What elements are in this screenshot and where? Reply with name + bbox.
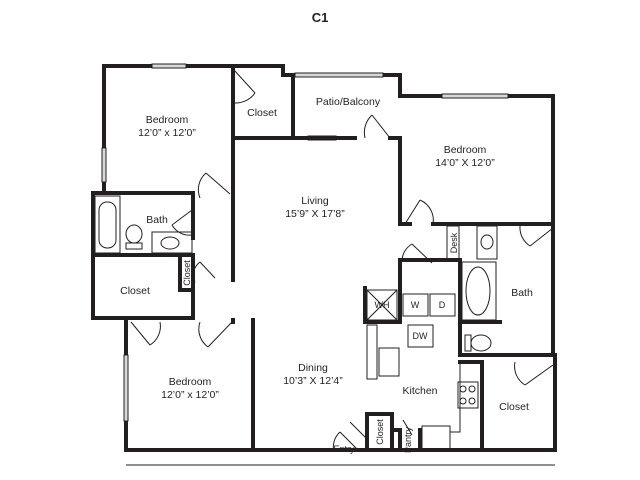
bedroom-nw-name: Bedroom: [146, 114, 189, 126]
closet-w-label: Closet: [120, 285, 150, 297]
water-heater-label: WH: [375, 300, 390, 310]
dining-size: 10’3” X 12’4”: [283, 375, 343, 387]
bedroom-ne-size: 14’0” X 12’0”: [435, 157, 495, 169]
bedroom-sw-size: 12’0” x 12’0”: [161, 389, 219, 401]
entry-label: Entry: [333, 444, 355, 454]
living-size: 15’9” X 17’8”: [285, 208, 345, 220]
room-labels: Bedroom 12’0” x 12’0” Closet Patio/Balco…: [120, 96, 533, 454]
dryer-label: D: [439, 300, 446, 310]
washer-label: W: [411, 300, 420, 310]
closet-entry-label: Closet: [375, 419, 385, 445]
plan-title: C1: [312, 10, 329, 25]
fixtures: [94, 195, 498, 450]
bedroom-sw-name: Bedroom: [169, 376, 212, 388]
closet-small-label: Closet: [182, 260, 192, 286]
desk-label: Desk: [449, 232, 459, 253]
pantry-label: Pantry: [403, 426, 413, 453]
dishwasher-label: DW: [413, 331, 428, 341]
patio-label: Patio/Balcony: [316, 96, 381, 108]
kitchen-label: Kitchen: [402, 385, 437, 397]
bath-w-label: Bath: [146, 214, 168, 226]
closet-nw-label: Closet: [247, 107, 277, 119]
living-name: Living: [301, 195, 329, 207]
bath-e-label: Bath: [511, 287, 533, 299]
bedroom-ne-name: Bedroom: [444, 144, 487, 156]
doors: [130, 69, 554, 453]
closet-se-label: Closet: [499, 401, 529, 413]
bedroom-nw-size: 12’0” x 12’0”: [138, 127, 196, 139]
dining-name: Dining: [298, 362, 328, 374]
interior-walls: [91, 64, 555, 452]
